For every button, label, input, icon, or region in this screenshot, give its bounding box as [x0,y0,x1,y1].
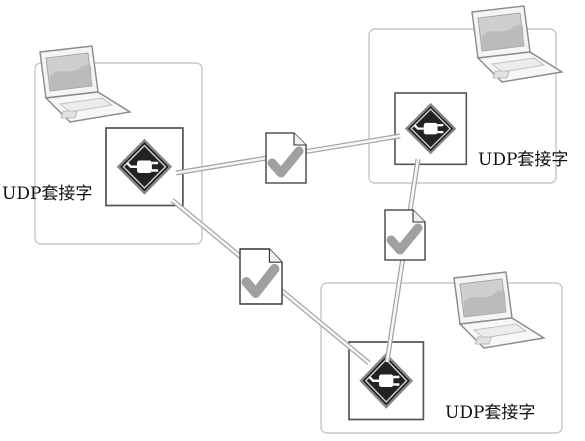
document-check-icon [385,210,425,260]
document-check-icon [240,249,282,304]
laptop-icon [39,45,131,123]
node-frame-top-right [368,28,557,184]
socket-label-bottom: UDP套接字 [445,403,536,423]
document-check-icon [266,133,306,183]
laptop-icon [471,5,563,83]
socket-label-left: UDP套接字 [2,184,93,204]
plug-socket-icon [393,91,468,166]
plug-socket-icon [104,126,185,207]
socket-label-top-right: UDP套接字 [478,150,569,170]
